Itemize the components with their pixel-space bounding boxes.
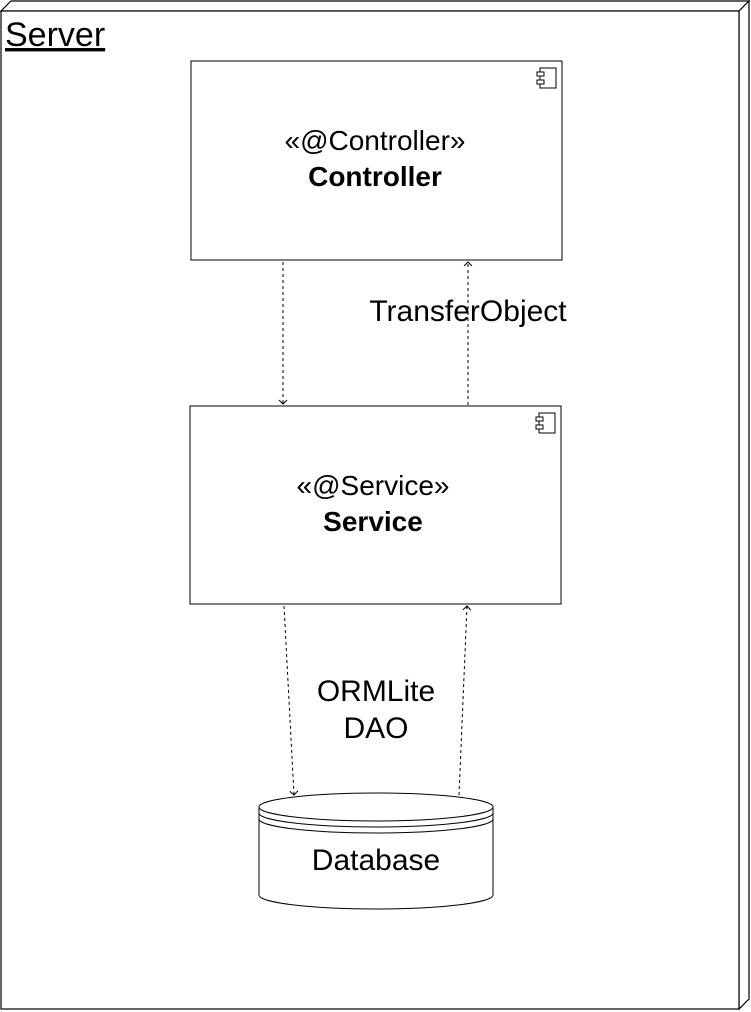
service-component-box bbox=[189, 405, 562, 605]
server-node-side-face bbox=[738, 0, 750, 1011]
server-node-top-face bbox=[0, 0, 751, 12]
database-ring-2 bbox=[258, 818, 494, 834]
database-ring-1 bbox=[258, 812, 494, 828]
database[interactable]: Database bbox=[258, 792, 494, 910]
database-label: Database bbox=[312, 844, 440, 877]
database-body bbox=[258, 807, 494, 910]
database-top bbox=[258, 792, 494, 822]
controller-component[interactable]: «@Controller» Controller bbox=[190, 60, 563, 261]
service-name: Service bbox=[323, 506, 423, 537]
dao-label: DAO bbox=[343, 712, 408, 745]
service-stereotype: «@Service» bbox=[297, 470, 450, 501]
component-icon bbox=[536, 67, 557, 89]
controller-component-box bbox=[190, 60, 563, 261]
service-component[interactable]: «@Service» Service bbox=[189, 405, 562, 605]
server-node-title: Server bbox=[5, 16, 105, 54]
component-icon bbox=[535, 412, 556, 434]
transfer-object-label: TransferObject bbox=[369, 295, 567, 328]
controller-stereotype: «@Controller» bbox=[285, 125, 466, 156]
database-to-service-arrow[interactable] bbox=[458, 605, 472, 796]
controller-name: Controller bbox=[308, 161, 442, 192]
service-to-database-arrow[interactable] bbox=[283, 605, 299, 796]
ormlite-label: ORMLite bbox=[317, 675, 435, 708]
